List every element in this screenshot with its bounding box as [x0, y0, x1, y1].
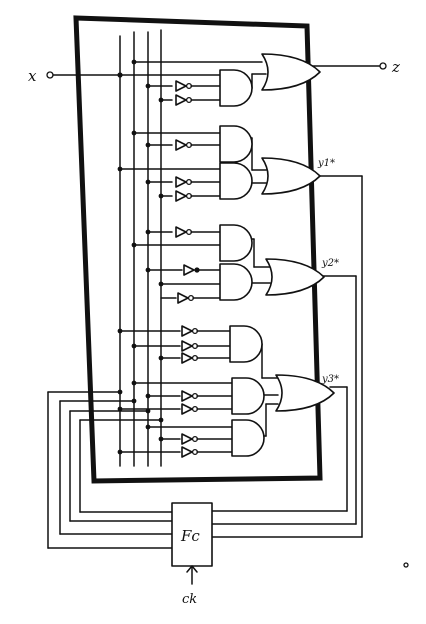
logic-block-border	[73, 15, 323, 484]
and-gate	[229, 325, 263, 363]
gate-group-z	[131, 59, 267, 106]
or-gate-z	[261, 53, 321, 91]
and-gate	[231, 377, 265, 415]
gate-group-y2	[131, 226, 357, 304]
clock-label: ck	[182, 592, 197, 607]
input-x	[46, 71, 246, 79]
and-gate	[219, 224, 253, 262]
and-gate	[231, 419, 265, 457]
clock-input	[186, 565, 198, 585]
and-gate	[219, 69, 253, 107]
output-z-label: z	[391, 58, 400, 76]
and-gate	[219, 263, 253, 301]
input-x-label: x	[28, 67, 37, 85]
and-gate	[219, 162, 253, 200]
flip-flop-label: Fc	[180, 527, 200, 545]
next-state-y3-label: y3*	[321, 374, 339, 385]
stray-mark	[403, 562, 409, 568]
feedback-wires	[47, 175, 363, 549]
and-gate	[219, 125, 253, 163]
next-state-y1-label: y1*	[317, 158, 335, 169]
next-state-y2-label: y2*	[321, 258, 339, 269]
